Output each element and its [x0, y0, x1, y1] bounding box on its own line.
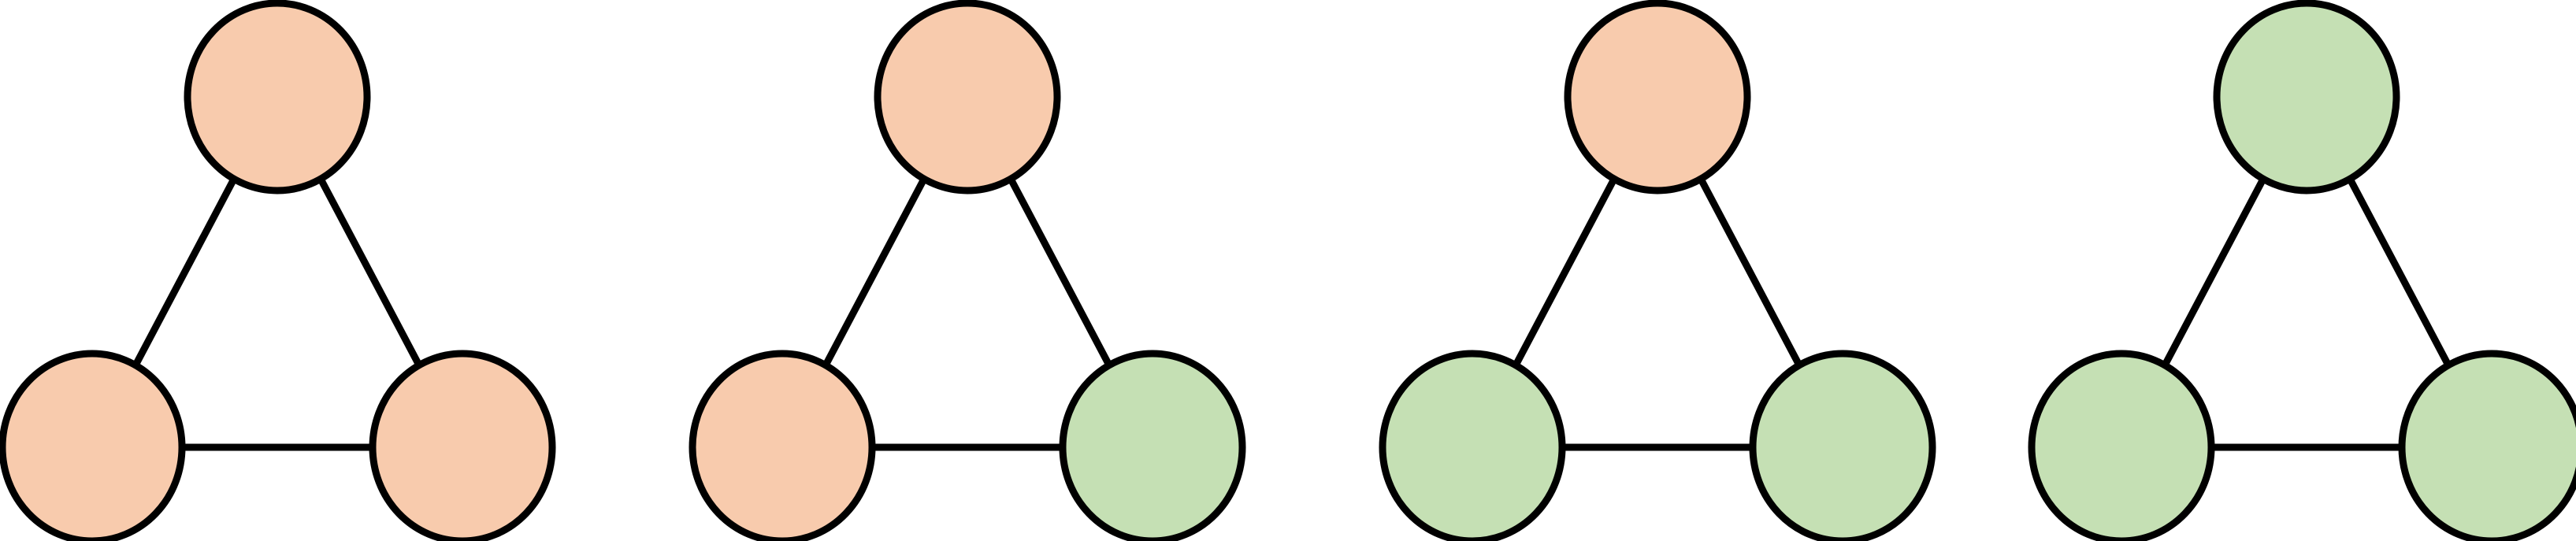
graph-3-node-bottom-right [1749, 350, 1936, 541]
graph-4-node-top [2213, 0, 2400, 195]
graph-4 [2028, 0, 2576, 541]
graph-4-node-bottom-left [2028, 350, 2215, 541]
graph-4-node-bottom-right [2398, 350, 2576, 541]
graph-2-node-bottom-left [689, 350, 876, 541]
graph-1-node-top [184, 0, 371, 195]
graph-3-node-top [1564, 0, 1751, 195]
graph-1-node-bottom-left [0, 350, 186, 541]
graph-2-node-bottom-right [1059, 350, 1246, 541]
graph-1 [0, 0, 556, 541]
graph-1-node-bottom-right [369, 350, 556, 541]
graph-2 [689, 0, 1246, 541]
graph-3 [1379, 0, 1936, 541]
graph-2-node-top [874, 0, 1061, 195]
graph-3-node-bottom-left [1379, 350, 1566, 541]
